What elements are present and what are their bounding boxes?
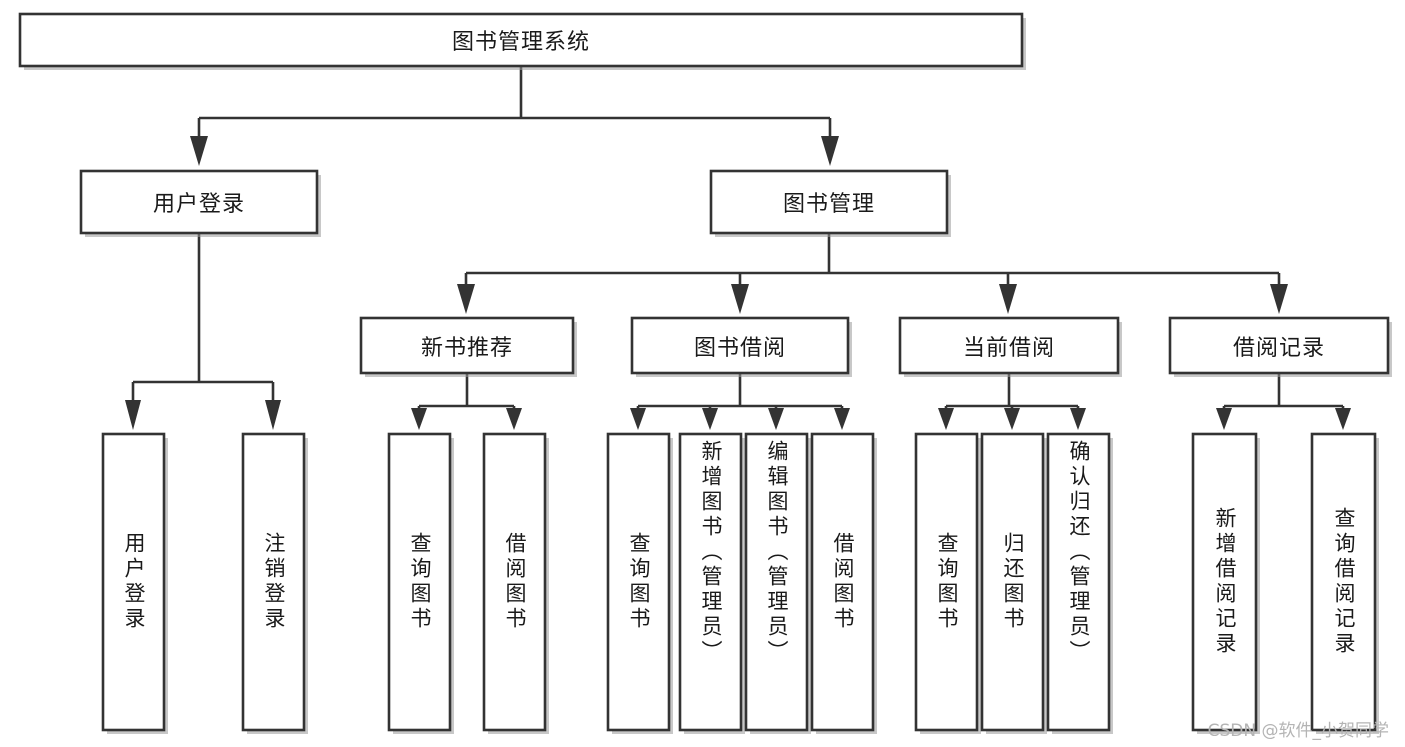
arrow-ul-to-leaf1: [125, 400, 141, 430]
arrow-nb-to-leaf2: [506, 408, 522, 430]
arrow-bm-to-borrowrecord: [1270, 284, 1288, 314]
arrow-bb-to-leaf3: [768, 408, 784, 430]
arrow-nb-to-leaf1: [411, 408, 427, 430]
arrow-bm-to-newbook: [457, 284, 475, 314]
arrow-br-to-leaf1: [1216, 408, 1232, 430]
node-borrow-record[interactable]: [1168, 316, 1390, 375]
node-leaf-confirm-return-admin[interactable]: [1046, 432, 1111, 732]
node-leaf-logout[interactable]: [241, 432, 306, 732]
node-leaf-query-book-3[interactable]: [914, 432, 979, 732]
arrow-ul-to-leaf2: [265, 400, 281, 430]
node-new-book-recommend[interactable]: [359, 316, 575, 375]
node-leaf-add-borrow-record[interactable]: [1191, 432, 1258, 732]
node-leaf-return-book[interactable]: [980, 432, 1045, 732]
node-leaf-borrow-book-2[interactable]: [810, 432, 875, 732]
node-book-manage[interactable]: [709, 169, 949, 235]
arrow-cb-to-leaf3: [1070, 408, 1086, 430]
node-current-borrow[interactable]: [898, 316, 1120, 375]
arrow-cb-to-leaf2: [1004, 408, 1020, 430]
node-leaf-add-book-admin[interactable]: [678, 432, 743, 732]
arrow-bm-to-currentborrow: [999, 284, 1017, 314]
node-leaf-query-book-2[interactable]: [606, 432, 671, 732]
node-leaf-query-book-1[interactable]: [387, 432, 452, 732]
arrow-bb-to-leaf4: [834, 408, 850, 430]
arrow-cb-to-leaf1: [938, 408, 954, 430]
node-leaf-borrow-book-1[interactable]: [482, 432, 547, 732]
node-layer: [18, 12, 1392, 734]
arrow-bb-to-leaf1: [630, 408, 646, 430]
node-leaf-user-login[interactable]: [101, 432, 166, 732]
connector-layer: [125, 66, 1351, 430]
node-user-login[interactable]: [79, 169, 319, 235]
arrow-root-to-book-manage: [821, 136, 839, 166]
node-root[interactable]: [18, 12, 1024, 68]
arrow-root-to-user-login: [190, 136, 208, 166]
arrow-bb-to-leaf2: [702, 408, 718, 430]
node-book-borrow[interactable]: [630, 316, 850, 375]
node-leaf-query-borrow-record[interactable]: [1310, 432, 1377, 732]
node-leaf-edit-book-admin[interactable]: [744, 432, 809, 732]
arrow-br-to-leaf2: [1335, 408, 1351, 430]
arrow-bm-to-bookborrow: [731, 284, 749, 314]
